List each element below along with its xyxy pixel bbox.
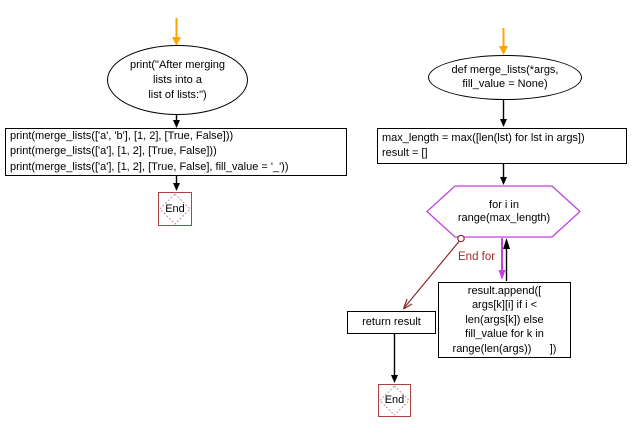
loop-body-process: result.append([ args[k][i] if i < len(ar… (438, 282, 571, 358)
loop-exit-port (457, 234, 465, 243)
loop-back-arrow (503, 238, 510, 281)
for-loop-label: for i in range(max_length) (457, 198, 551, 224)
init-process: max_length = max([len(lst) for lst in ar… (377, 128, 627, 164)
start-arrow-main-icon (172, 18, 181, 46)
end-diamond-icon (379, 385, 410, 416)
connector-def-to-init (500, 98, 507, 127)
main-start-label: print("After merging lists into a list o… (130, 58, 225, 101)
connector-init-to-loop (500, 162, 507, 185)
main-start-terminator: print("After merging lists into a list o… (107, 45, 248, 115)
main-end-terminal: End (158, 192, 192, 226)
function-end-label: End (384, 394, 405, 406)
end-diamond-icon (159, 193, 191, 225)
connector-return-to-end (391, 333, 398, 383)
function-def-label: def merge_lists(*args, fill_value = None… (451, 64, 559, 90)
start-arrow-function-icon (499, 28, 508, 55)
loop-entry-arrow (498, 238, 506, 280)
init-label: max_length = max([len(lst) for lst in ar… (382, 131, 585, 160)
end-for-label: End for (457, 251, 497, 263)
main-end-label: End (165, 202, 185, 215)
return-label: return result (362, 315, 421, 328)
connector-start-to-statements (173, 114, 180, 128)
connector-statements-to-end (173, 174, 180, 191)
main-statements-process: print(merge_lists(['a', 'b'], [1, 2], [T… (5, 128, 347, 176)
return-process: return result (347, 311, 436, 334)
loop-body-label: result.append([ args[k][i] if i < len(ar… (452, 284, 557, 355)
for-loop-condition: for i in range(max_length) (429, 187, 579, 236)
function-end-terminal: End (378, 384, 411, 417)
function-def-terminator: def merge_lists(*args, fill_value = None… (428, 55, 582, 100)
main-statements-label: print(merge_lists(['a', 'b'], [1, 2], [T… (10, 129, 289, 173)
